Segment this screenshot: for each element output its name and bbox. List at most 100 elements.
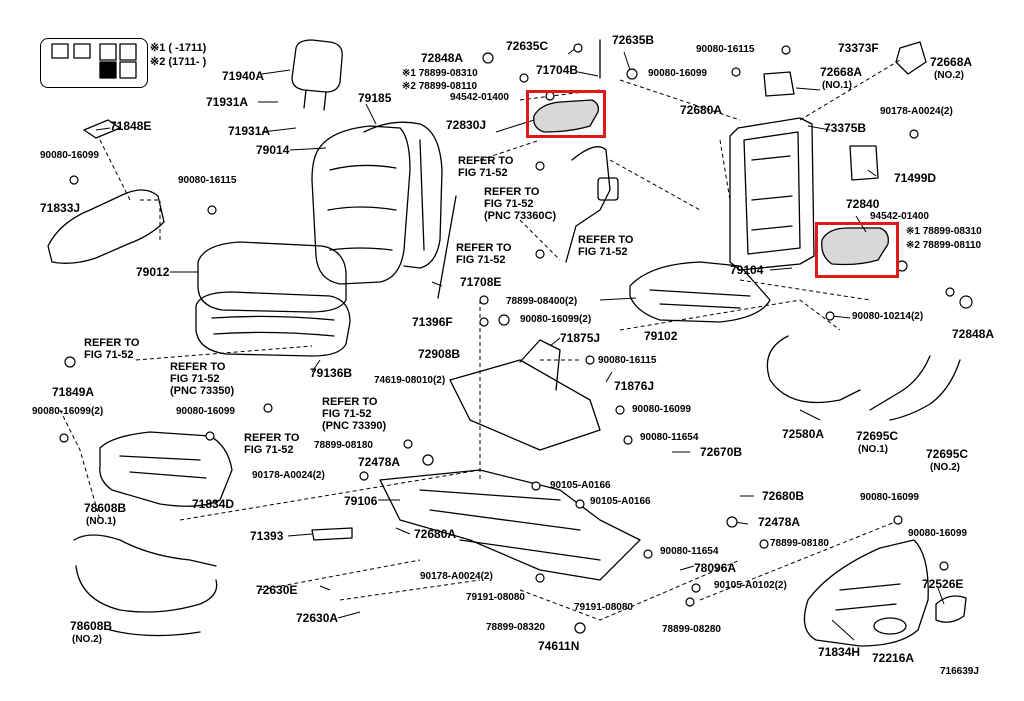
part-label[interactable]: 79102 [644, 329, 678, 343]
part-label[interactable]: 90105-A0166 [590, 496, 651, 507]
part-label[interactable]: 78899-08320 [486, 622, 545, 633]
part-label[interactable]: ※1 78899-08310 [402, 68, 478, 79]
part-label[interactable]: 90178-A0024(2) [880, 106, 953, 117]
part-label[interactable]: 90178-A0024(2) [420, 571, 493, 582]
part-label[interactable]: 72478A [358, 455, 401, 469]
part-label[interactable]: 71876J [614, 379, 655, 393]
part-label[interactable]: 71704B [536, 63, 579, 77]
part-label[interactable]: 90080-16099 [40, 150, 99, 161]
part-label[interactable]: 90080-10214(2) [852, 311, 924, 322]
part-label[interactable]: 72848A [952, 327, 995, 341]
wire-harness-drawing [73, 534, 218, 637]
part-label[interactable]: 71396F [412, 315, 453, 329]
part-label[interactable]: 79136B [310, 366, 353, 380]
part-label[interactable]: ※2 78899-08110 [402, 81, 478, 92]
part-label[interactable]: 74611N [538, 639, 580, 653]
part-label[interactable]: ※2 78899-08110 [906, 240, 982, 251]
part-label[interactable]: 90080-16115 [598, 355, 657, 366]
part-label[interactable]: 72478A [758, 515, 801, 529]
part-label[interactable]: 79191-08080 [466, 592, 525, 603]
part-label[interactable]: 74619-08010(2) [374, 375, 446, 386]
part-label[interactable]: 78899-08180 [770, 538, 829, 549]
part-label[interactable]: 72526E [922, 577, 964, 591]
part-label[interactable]: 90080-16099 [908, 528, 967, 539]
part-label[interactable]: (NO.1) [858, 444, 888, 455]
part-label[interactable]: 71393 [250, 529, 284, 543]
part-label[interactable]: 73373F [838, 41, 879, 55]
part-label[interactable]: (NO.2) [72, 634, 102, 645]
refer-to-note[interactable]: REFER TO FIG 71-52 [458, 155, 514, 179]
refer-to-note[interactable]: REFER TO FIG 71-52 [578, 234, 634, 258]
part-label[interactable]: 71833J [40, 201, 81, 215]
refer-to-note[interactable]: REFER TO FIG 71-52 (PNC 73360C) [484, 186, 557, 222]
part-label[interactable]: 90080-16115 [178, 175, 237, 186]
part-label[interactable]: 71940A [222, 69, 265, 83]
part-label[interactable]: 79191-08080 [574, 602, 633, 613]
part-label[interactable]: 94542-01400 [450, 92, 509, 103]
part-label[interactable]: 90105-A0102(2) [714, 580, 787, 591]
refer-to-note[interactable]: REFER TO FIG 71-52 (PNC 73350) [170, 361, 235, 397]
part-label[interactable]: 72635B [612, 33, 655, 47]
part-label[interactable]: 71708E [460, 275, 502, 289]
part-label[interactable]: 72630A [296, 611, 339, 625]
part-label[interactable]: 71848E [110, 119, 152, 133]
refer-to-note[interactable]: REFER TO FIG 71-52 [456, 242, 512, 266]
part-label[interactable]: 72668A [930, 55, 973, 69]
part-label[interactable]: 79014 [256, 143, 290, 157]
part-label[interactable]: 72670B [700, 445, 743, 459]
part-label[interactable]: 90178-A0024(2) [252, 470, 325, 481]
refer-to-note[interactable]: REFER TO FIG 71-52 [244, 432, 300, 456]
part-label[interactable]: (NO.1) [822, 80, 852, 91]
part-label[interactable]: 72830J [446, 118, 487, 132]
part-label[interactable]: 79012 [136, 265, 170, 279]
part-label[interactable]: 71834D [192, 497, 235, 511]
part-label[interactable]: 90080-16115 [696, 44, 755, 55]
part-label[interactable]: 90080-16099 [632, 404, 691, 415]
part-label[interactable]: 71875J [560, 331, 601, 345]
part-label[interactable]: 90080-16099 [860, 492, 919, 503]
part-label[interactable]: 90080-16099(2) [520, 314, 592, 325]
part-label[interactable]: 72680A [414, 527, 457, 541]
part-label[interactable]: 71834H [818, 645, 861, 659]
part-label[interactable]: 90105-A0166 [550, 480, 611, 491]
part-label[interactable]: 72848A [421, 51, 464, 65]
part-label[interactable]: 72580A [782, 427, 825, 441]
part-label[interactable]: (NO.1) [86, 516, 116, 527]
part-label[interactable]: 71931A [228, 124, 271, 138]
part-label[interactable]: 90080-16099 [176, 406, 235, 417]
refer-to-note[interactable]: REFER TO FIG 71-52 [84, 337, 140, 361]
part-label[interactable]: 72840 [846, 197, 880, 211]
seat-position-legend [40, 38, 148, 88]
part-label[interactable]: 71849A [52, 385, 95, 399]
refer-to-note[interactable]: REFER TO FIG 71-52 (PNC 73390) [322, 396, 387, 432]
part-label[interactable]: 78899-08400(2) [506, 296, 578, 307]
part-label[interactable]: 72635C [506, 39, 549, 53]
part-label[interactable]: 78096A [694, 561, 737, 575]
part-label[interactable]: 79104 [730, 263, 764, 277]
part-label[interactable]: 78608B [84, 501, 127, 515]
part-label[interactable]: 71931A [206, 95, 249, 109]
part-label[interactable]: 90080-16099 [648, 68, 707, 79]
part-label[interactable]: 72695C [926, 447, 969, 461]
part-label[interactable]: 78899-08180 [314, 440, 373, 451]
part-label[interactable]: 71499D [894, 171, 937, 185]
part-label[interactable]: 79106 [344, 494, 378, 508]
part-label[interactable]: 72680B [762, 489, 805, 503]
part-label[interactable]: 90080-11654 [660, 546, 719, 557]
part-label[interactable]: 79185 [358, 91, 392, 105]
part-label[interactable]: 73375B [824, 121, 867, 135]
part-label[interactable]: 78608B [70, 619, 113, 633]
part-label[interactable]: (NO.2) [930, 462, 960, 473]
part-label[interactable]: 72630E [256, 583, 298, 597]
part-label[interactable]: 78899-08280 [662, 624, 721, 635]
part-label[interactable]: 94542-01400 [870, 211, 929, 222]
part-label[interactable]: 72680A [680, 103, 723, 117]
part-label[interactable]: 72216A [872, 651, 915, 665]
part-label[interactable]: (NO.2) [934, 70, 964, 81]
part-label[interactable]: 90080-16099(2) [32, 406, 104, 417]
part-label[interactable]: 72908B [418, 347, 461, 361]
part-label[interactable]: 72695C [856, 429, 899, 443]
part-label[interactable]: 72668A [820, 65, 863, 79]
part-label[interactable]: ※1 78899-08310 [906, 226, 982, 237]
part-label[interactable]: 90080-11654 [640, 432, 699, 443]
